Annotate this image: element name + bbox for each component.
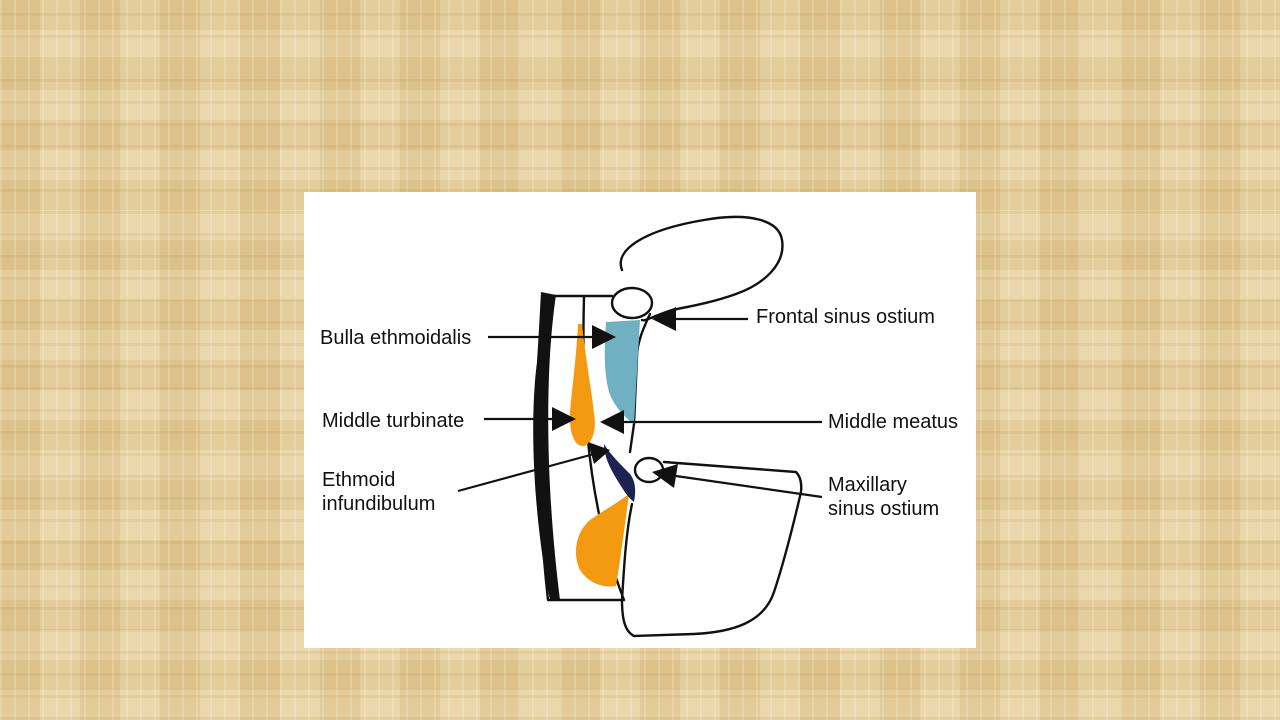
- inferior-turbinate-shape: [575, 494, 629, 587]
- ethmoid-infundibulum-leader: [457, 452, 595, 493]
- middle-turbinate-arrowhead: [552, 407, 576, 431]
- frontal-sinus-ostium-arrowhead: [652, 307, 676, 331]
- maxillary-sinus-ostium-arrowhead: [652, 464, 678, 488]
- label-frontal-sinus-ostium: Frontal sinus ostium: [756, 306, 935, 328]
- ethmoid-infundibulum-arrowhead: [588, 442, 610, 464]
- frontal-ostium-ring: [610, 286, 654, 320]
- label-ethmoid-line2: infundibulum: [322, 493, 435, 515]
- maxillary-sinus-ostium-leader: [675, 474, 823, 499]
- label-middle-meatus: Middle meatus: [828, 411, 958, 433]
- nasal-septum-shape: [533, 292, 560, 600]
- sinus-anatomy-diagram: Bulla ethmoidalis Middle turbinate Ethmo…: [320, 215, 958, 638]
- maxillary-outline: [620, 422, 636, 602]
- label-maxillary-line1: Maxillary: [828, 474, 907, 496]
- label-ethmoid-line1: Ethmoid: [322, 469, 395, 491]
- bulla-ethmoidalis-shape: [604, 320, 640, 424]
- frontal-sinus-outline: [619, 215, 784, 322]
- label-middle-turbinate: Middle turbinate: [322, 410, 464, 432]
- sinus-anatomy-figure: Bulla ethmoidalis Middle turbinate Ethmo…: [304, 192, 976, 648]
- middle-turbinate-shape: [569, 324, 595, 447]
- bulla-ethmoidalis-arrowhead: [592, 325, 616, 349]
- ethmoid-outline: [537, 294, 803, 638]
- label-bulla-ethmoidalis: Bulla ethmoidalis: [320, 327, 471, 349]
- middle-meatus-arrowhead: [600, 410, 624, 434]
- ethmoid-infundibulum-shape: [604, 444, 636, 502]
- label-maxillary-line2: sinus ostium: [828, 498, 939, 520]
